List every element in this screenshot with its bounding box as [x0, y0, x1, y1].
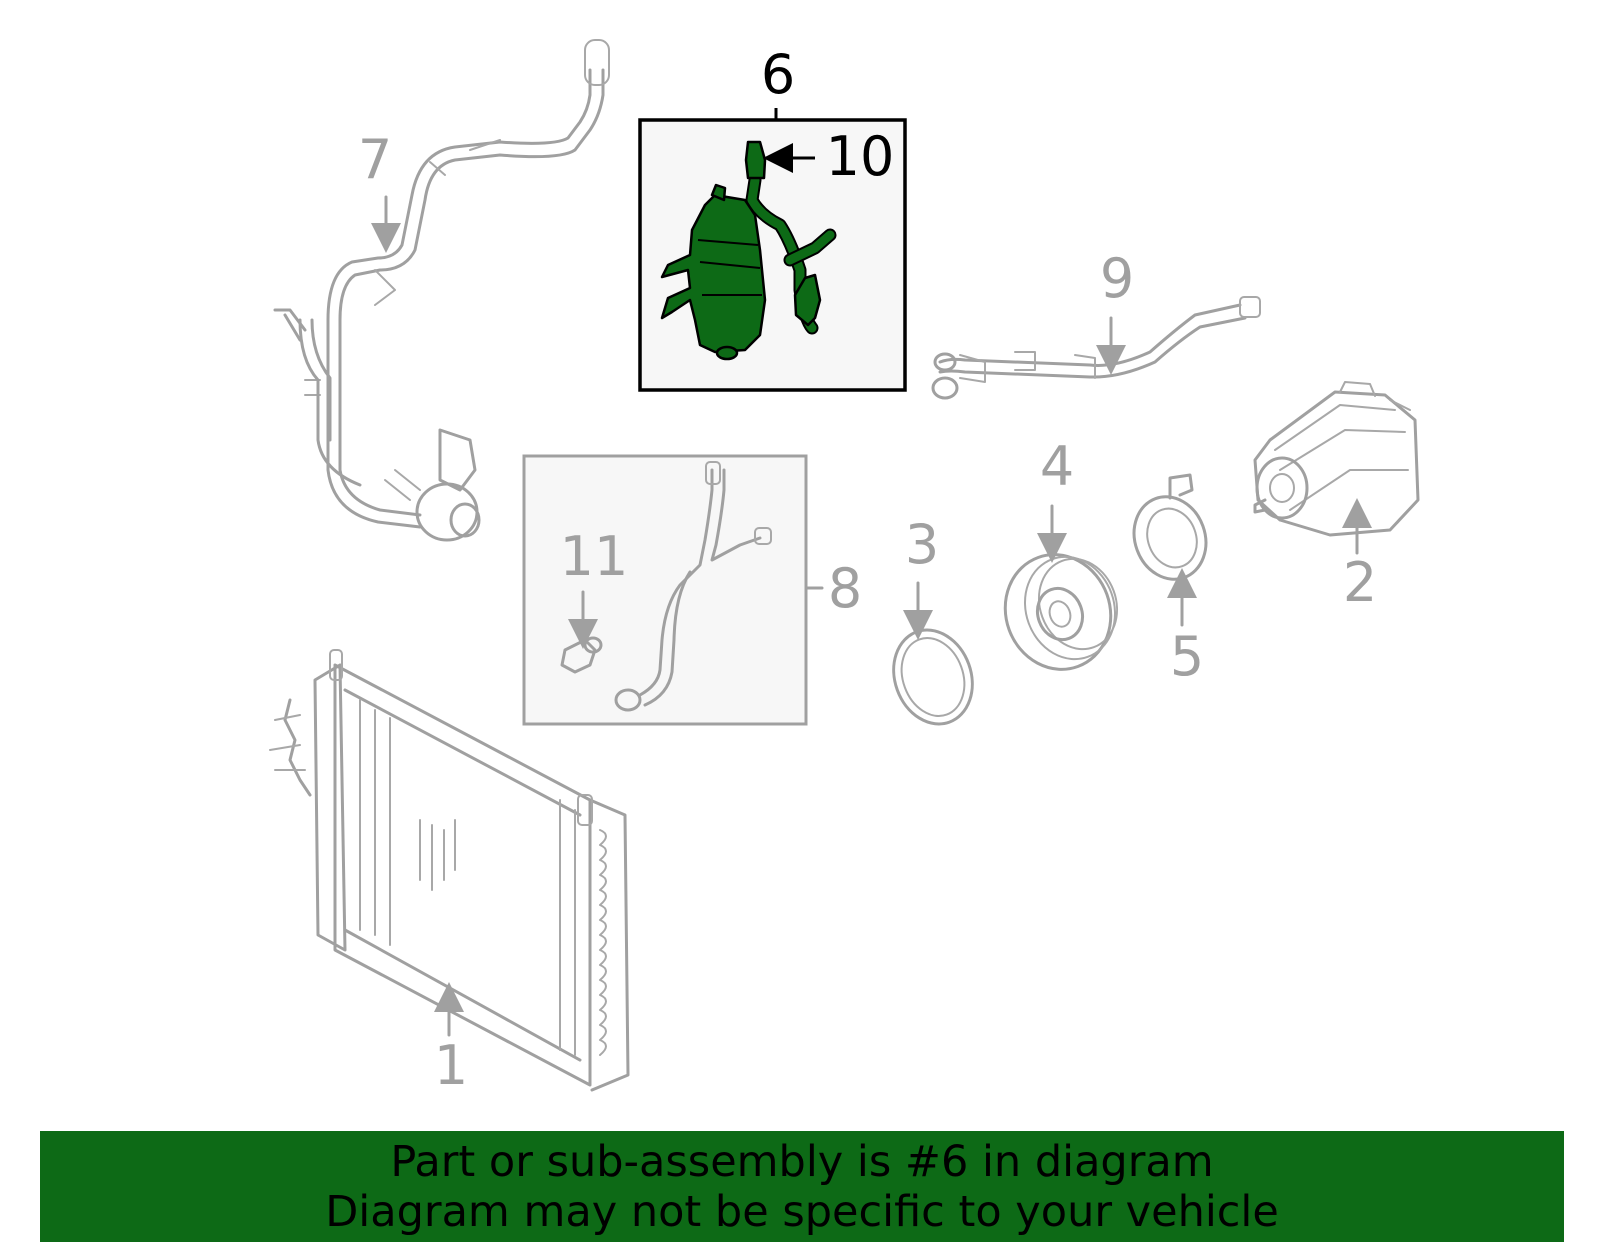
callout-9: 9: [1100, 247, 1134, 310]
part-5-coil[interactable]: [1123, 473, 1218, 589]
part-8-box: [522, 454, 808, 726]
part-4-pulley[interactable]: [989, 540, 1129, 685]
parts-diagram: 7 6 10 9 11: [269, 39, 1420, 1097]
callout-4: 4: [1040, 435, 1074, 498]
part-9-hose[interactable]: [931, 296, 1261, 400]
callout-6: 6: [761, 43, 795, 106]
callout-2: 2: [1343, 551, 1377, 614]
callout-11: 11: [560, 525, 629, 588]
callout-5: 5: [1170, 625, 1204, 688]
part-2-compressor[interactable]: [1253, 381, 1420, 537]
part-6-accumulator[interactable]: [660, 140, 837, 361]
callout-10: 10: [826, 125, 895, 188]
callout-1: 1: [434, 1034, 468, 1097]
callout-7: 7: [358, 128, 392, 191]
callout-8: 8: [828, 557, 862, 620]
part-8-hose[interactable]: [614, 461, 772, 712]
banner-line-1: Part or sub-assembly is #6 in diagram: [390, 1136, 1214, 1187]
part-7-hose[interactable]: [273, 39, 610, 542]
part-3-seal[interactable]: [881, 619, 985, 735]
part-1-condenser[interactable]: [269, 649, 630, 1092]
banner-line-2: Diagram may not be specific to your vehi…: [325, 1186, 1279, 1237]
info-banner: Part or sub-assembly is #6 in diagram Di…: [40, 1131, 1564, 1242]
callout-3: 3: [905, 513, 939, 576]
